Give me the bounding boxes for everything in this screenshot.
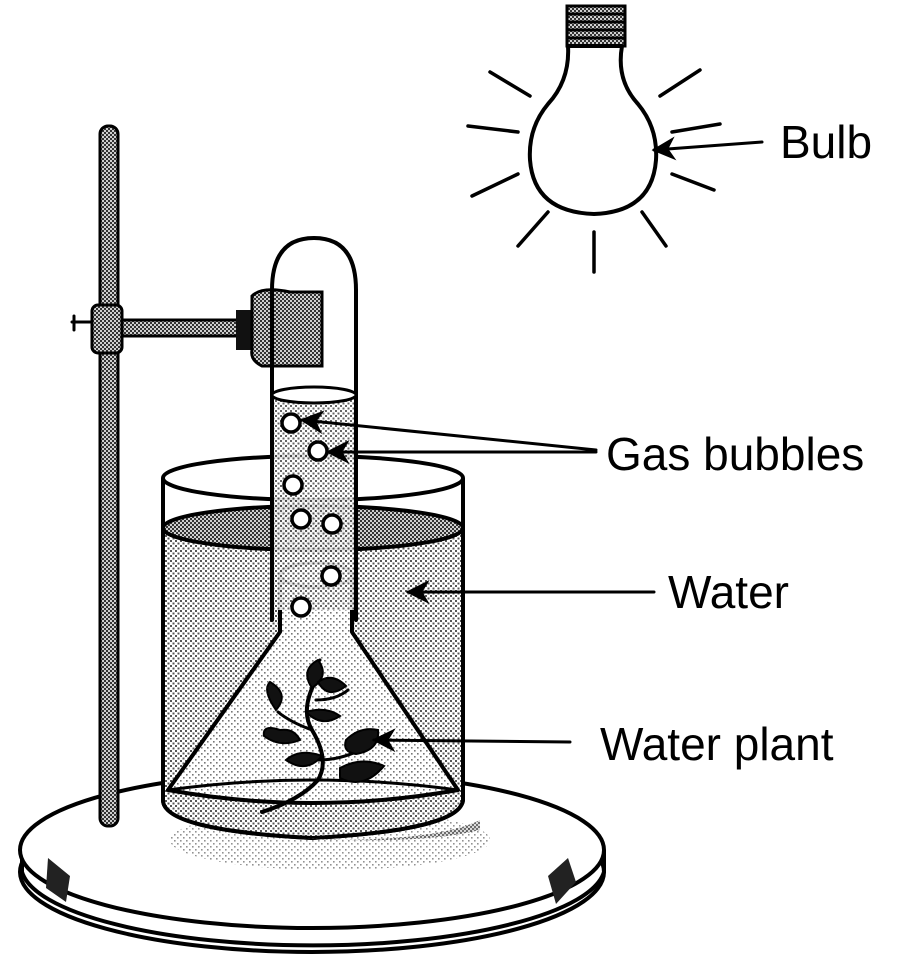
gas-bubble [307, 440, 329, 462]
water-plant [260, 658, 386, 814]
gas-bubble [280, 412, 302, 434]
label-water: Water [668, 566, 789, 618]
water-plant-pointer [371, 728, 572, 753]
label-water-plant: Water plant [600, 718, 834, 770]
gas-bubble [282, 474, 304, 496]
clamp [70, 288, 324, 368]
light-rays [466, 68, 722, 274]
gas-bubble [290, 508, 312, 530]
gas-bubbles-pointer-upper [299, 410, 598, 452]
retort-stand-rod [98, 124, 120, 828]
label-pointers [299, 136, 764, 753]
label-bulb: Bulb [780, 116, 872, 168]
bulb-pointer [651, 136, 764, 161]
gas-bubble [290, 596, 312, 618]
gas-bubbles-group [280, 412, 343, 618]
gas-bubble [320, 565, 342, 587]
gas-bubble [321, 513, 343, 535]
label-gas-bubbles: Gas bubbles [606, 428, 864, 480]
light-bulb [527, 4, 659, 216]
